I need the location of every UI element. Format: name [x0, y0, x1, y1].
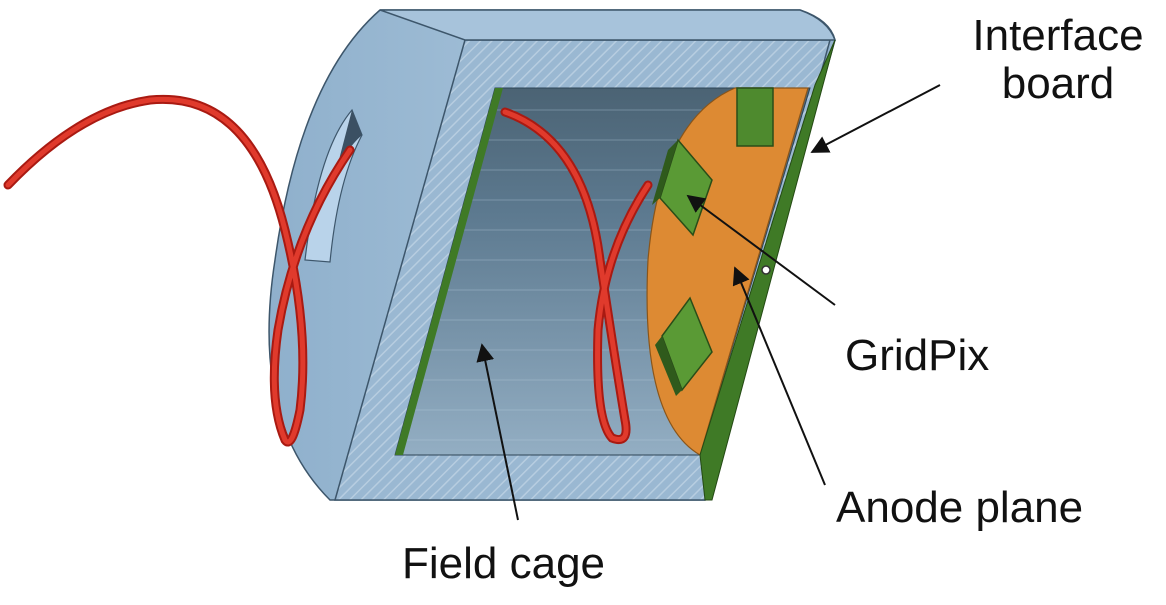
label-interface-board-line2: board — [1001, 59, 1115, 109]
arrow-field-cage — [476, 343, 519, 521]
arrow-anode-plane — [732, 266, 826, 486]
gridpix-chip-bottom — [655, 296, 713, 396]
board-screw — [761, 265, 771, 275]
arrow-gridpix — [686, 194, 836, 306]
cathode-edge — [395, 88, 503, 455]
label-gridpix: GridPix — [845, 331, 990, 380]
arrow-interface-board — [810, 84, 941, 153]
label-anode-plane: Anode plane — [836, 483, 1084, 532]
label-interface-board: Interface board — [950, 11, 1166, 109]
label-interface-board-line1: Interface — [972, 11, 1144, 60]
gridpix-chip-top — [736, 87, 774, 147]
label-field-cage: Field cage — [402, 539, 606, 588]
